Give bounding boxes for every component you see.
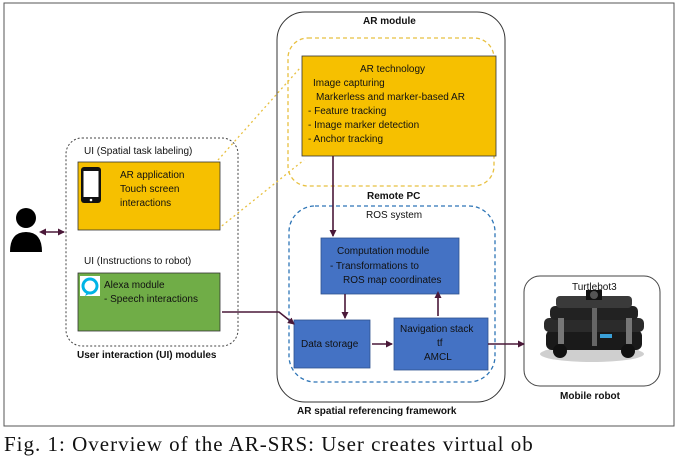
ros-system-box [288, 205, 496, 383]
ui-modules-label: User interaction (UI) modules [77, 350, 217, 361]
ar-technology-bullet-1: - Feature tracking [308, 106, 387, 117]
ar-application-line2: Touch screen [120, 184, 180, 195]
alexa-module-bullet: - Speech interactions [104, 294, 198, 305]
data-storage-label: Data storage [301, 339, 359, 350]
framework-label: AR spatial referencing framework [297, 406, 457, 417]
ar-technology-line2: Markerless and marker-based AR [316, 92, 465, 103]
ar-technology-bullet-3: - Anchor tracking [308, 134, 384, 145]
ui-instructions-label: UI (Instructions to robot) [84, 256, 192, 267]
robot-image [540, 290, 644, 362]
ui-spatial-label: UI (Spatial task labeling) [84, 146, 193, 157]
computation-module-title: Computation module [337, 246, 430, 257]
remote-pc-title: Remote PC [367, 191, 421, 202]
ar-technology-box [301, 55, 497, 157]
ar-technology-title: AR technology [360, 64, 426, 75]
ar-module-title: AR module [363, 16, 416, 27]
outer-frame [3, 2, 675, 427]
computation-module-bullet-cont: ROS map coordinates [343, 275, 442, 286]
navigation-stack-box [393, 317, 489, 371]
robot-name: Turtlebot3 [572, 282, 617, 293]
ar-link-bottom [217, 159, 305, 230]
ar-technology-bullet-2: - Image marker detection [308, 120, 420, 131]
arrow-alexa-to-ros [222, 311, 295, 325]
ar-link-top [217, 67, 301, 161]
user-icon [10, 208, 42, 252]
ros-system-title: ROS system [366, 210, 423, 221]
alexa-module-box [77, 272, 221, 332]
ui-modules-container [65, 137, 239, 347]
ar-technology-line1: Image capturing [313, 78, 385, 89]
figure-caption: Fig. 1: Overview of the AR-SRS: User cre… [4, 432, 534, 456]
computation-module-box [320, 237, 460, 295]
smartphone-icon [81, 167, 101, 203]
navigation-stack-line3: AMCL [424, 352, 452, 363]
robot-container [523, 275, 661, 387]
computation-module-bullet: - Transformations to [330, 261, 419, 272]
data-storage-box [293, 319, 371, 369]
navigation-stack-line2: tf [437, 338, 443, 349]
ar-application-line1: AR application [120, 170, 185, 181]
navigation-stack-line1: Navigation stack [400, 324, 474, 335]
ar-framework-container [276, 11, 506, 403]
alexa-module-title: Alexa module [104, 280, 165, 291]
ar-application-line3: interactions [120, 198, 172, 209]
mobile-robot-label: Mobile robot [560, 391, 620, 402]
alexa-icon [80, 276, 100, 296]
ar-application-box [77, 161, 221, 231]
